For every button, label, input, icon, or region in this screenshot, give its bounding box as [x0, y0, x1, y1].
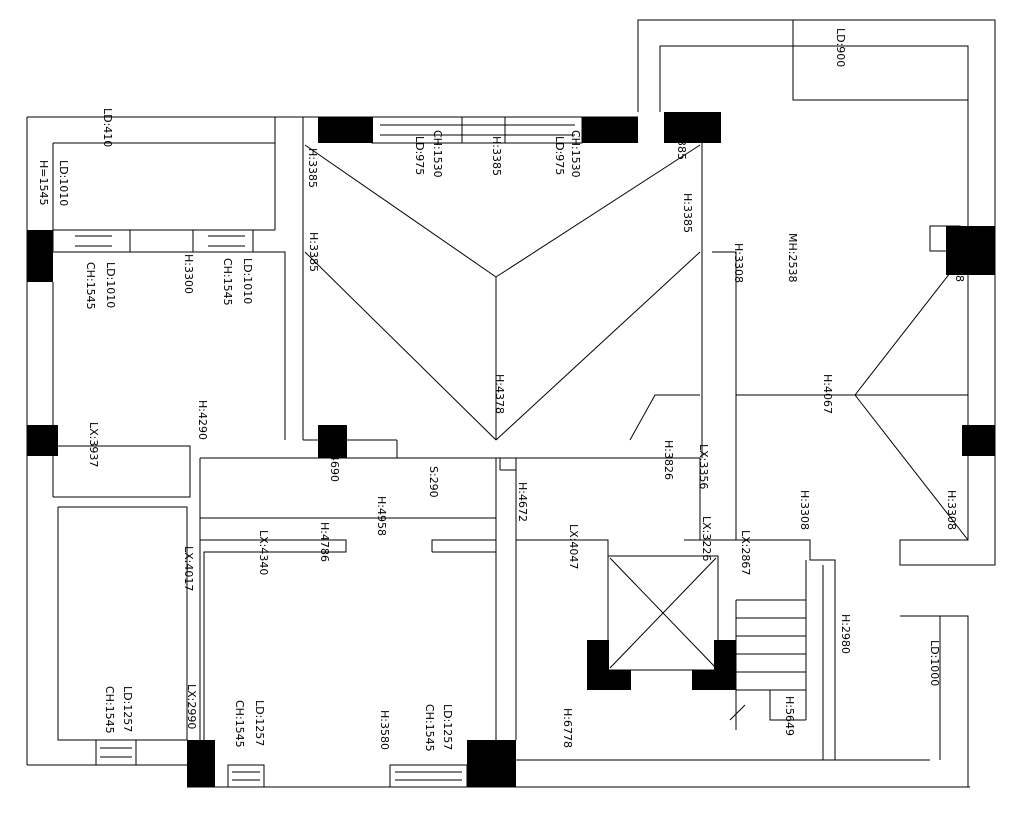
- column: [587, 670, 631, 690]
- ceiling-lines: [304, 144, 969, 669]
- dim-label: H=1545: [37, 160, 50, 205]
- dim-label: H:3308: [953, 242, 966, 282]
- stairs: [729, 560, 807, 730]
- column: [962, 425, 995, 456]
- dim-label: H:4672: [516, 482, 529, 522]
- dim-label: LD:900: [834, 28, 847, 67]
- dim-label: H:3308: [798, 490, 811, 530]
- dim-label: CH:1545: [84, 262, 97, 310]
- dim-label: H:4290: [196, 400, 209, 440]
- dim-label: CH:1545: [423, 704, 436, 752]
- column: [692, 670, 736, 690]
- column: [582, 117, 638, 143]
- dim-label: CH:1545: [233, 700, 246, 748]
- dim-label: LD:1257: [441, 704, 454, 750]
- column: [27, 230, 53, 282]
- dim-label: LD:410: [101, 108, 114, 147]
- column: [27, 425, 58, 456]
- dim-label: H:4958: [375, 496, 388, 536]
- dim-label: H:3385: [307, 232, 320, 272]
- dim-label: LX:4017: [182, 546, 195, 591]
- dim-label: H:3308: [945, 490, 958, 530]
- column: [946, 226, 995, 275]
- annotations: LD:410 LD:1010 H=1545 LD:1010 CH:1545 LD…: [37, 28, 966, 752]
- column: [467, 740, 516, 787]
- dim-label: H:3385: [675, 120, 688, 160]
- dim-label: H:4378: [493, 374, 506, 414]
- columns: [27, 112, 995, 787]
- dim-label: CH:1545: [103, 686, 116, 734]
- dim-label: LX:3226: [700, 516, 713, 561]
- dim-label: LD:1257: [121, 686, 134, 732]
- column: [318, 117, 373, 143]
- dim-label: H:3308: [732, 243, 745, 283]
- column: [664, 112, 721, 143]
- column: [187, 740, 215, 787]
- column: [318, 425, 347, 458]
- dim-label: LD:1010: [57, 160, 70, 206]
- dim-label: H:4067: [821, 374, 834, 414]
- dim-label: H:2980: [839, 614, 852, 654]
- dim-label: LX:3356: [697, 444, 710, 489]
- dim-label: H:4690: [328, 442, 341, 482]
- dim-label: S:290: [427, 466, 440, 498]
- dim-label: CH:1530: [569, 130, 582, 178]
- dim-label: LX:2990: [185, 684, 198, 729]
- dim-label: CH:1545: [221, 258, 234, 306]
- dim-label: LD:1010: [104, 262, 117, 308]
- dim-label: LD:1000: [928, 640, 941, 686]
- dim-label: CH:1530: [431, 130, 444, 178]
- dim-label: H:3385: [490, 136, 503, 176]
- dim-label: LX:3937: [87, 422, 100, 467]
- dim-label: H:3300: [182, 254, 195, 294]
- dim-label: LD:975: [413, 136, 426, 175]
- dim-label: LD:975: [553, 136, 566, 175]
- dim-label: H:6778: [561, 708, 574, 748]
- dim-label: LX:4047: [567, 524, 580, 569]
- dim-label: H:3826: [662, 440, 675, 480]
- dim-label: H:3580: [378, 710, 391, 750]
- dim-label: H:3385: [306, 148, 319, 188]
- dim-label: LX:4340: [257, 530, 270, 575]
- dim-label: H:5649: [783, 696, 796, 736]
- dim-label: LX:2867: [739, 530, 752, 575]
- dim-label: H:3385: [681, 193, 694, 233]
- dim-label: LD:1010: [241, 258, 254, 304]
- dim-label: LD:1257: [253, 700, 266, 746]
- dim-label: H:4786: [318, 522, 331, 562]
- dim-label: MH:2538: [786, 233, 799, 282]
